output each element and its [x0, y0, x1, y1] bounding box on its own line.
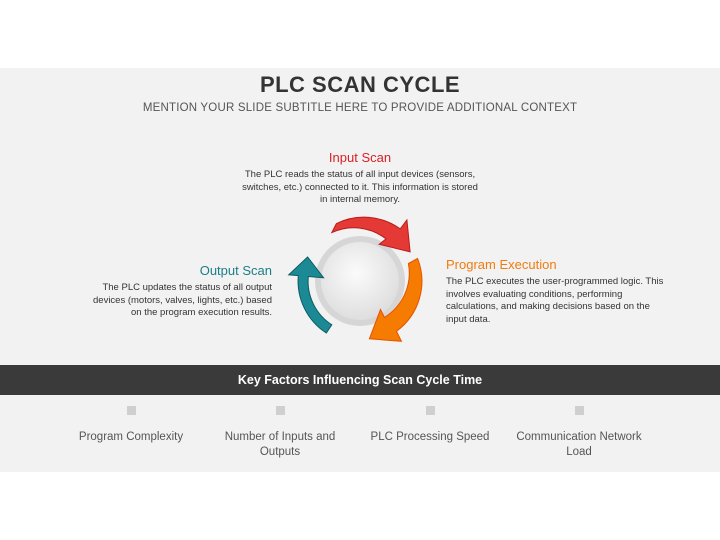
output-scan-description: The PLC updates the status of all output… [93, 282, 272, 318]
scan-cycle-diagram [287, 216, 423, 342]
factor-network-load: Communication Network Load [504, 406, 654, 459]
factor-label: PLC Processing Speed [370, 431, 490, 443]
factor-placeholder-icon [126, 406, 136, 415]
factor-label: Communication Network Load [516, 431, 642, 458]
factor-inputs-outputs: Number of Inputs and Outputs [205, 406, 355, 459]
program-execution-title: Program Execution [446, 257, 557, 272]
page-subtitle: MENTION YOUR SLIDE SUBTITLE HERE TO PROV… [142, 102, 578, 114]
hub-circle [321, 242, 399, 320]
factors-heading: Key Factors Influencing Scan Cycle Time [0, 365, 720, 395]
factor-placeholder-icon [425, 406, 435, 415]
factor-placeholder-icon [574, 406, 584, 415]
program-execution-description: The PLC executes the user-programmed log… [446, 276, 664, 325]
input-scan-arrow-icon [330, 216, 411, 253]
input-scan-description: The PLC reads the status of all input de… [242, 169, 478, 205]
input-scan-title: Input Scan [328, 150, 392, 165]
program-execution-arrow-icon [368, 257, 423, 342]
page-title: PLC SCAN CYCLE [259, 72, 461, 97]
factor-processing-speed: PLC Processing Speed [355, 406, 505, 445]
factor-placeholder-icon [275, 406, 285, 415]
factor-program-complexity: Program Complexity [56, 406, 206, 445]
output-scan-arrow-icon [287, 256, 333, 334]
factor-label: Program Complexity [78, 431, 184, 443]
output-scan-title: Output Scan [199, 263, 272, 278]
factor-label: Number of Inputs and Outputs [224, 431, 336, 458]
